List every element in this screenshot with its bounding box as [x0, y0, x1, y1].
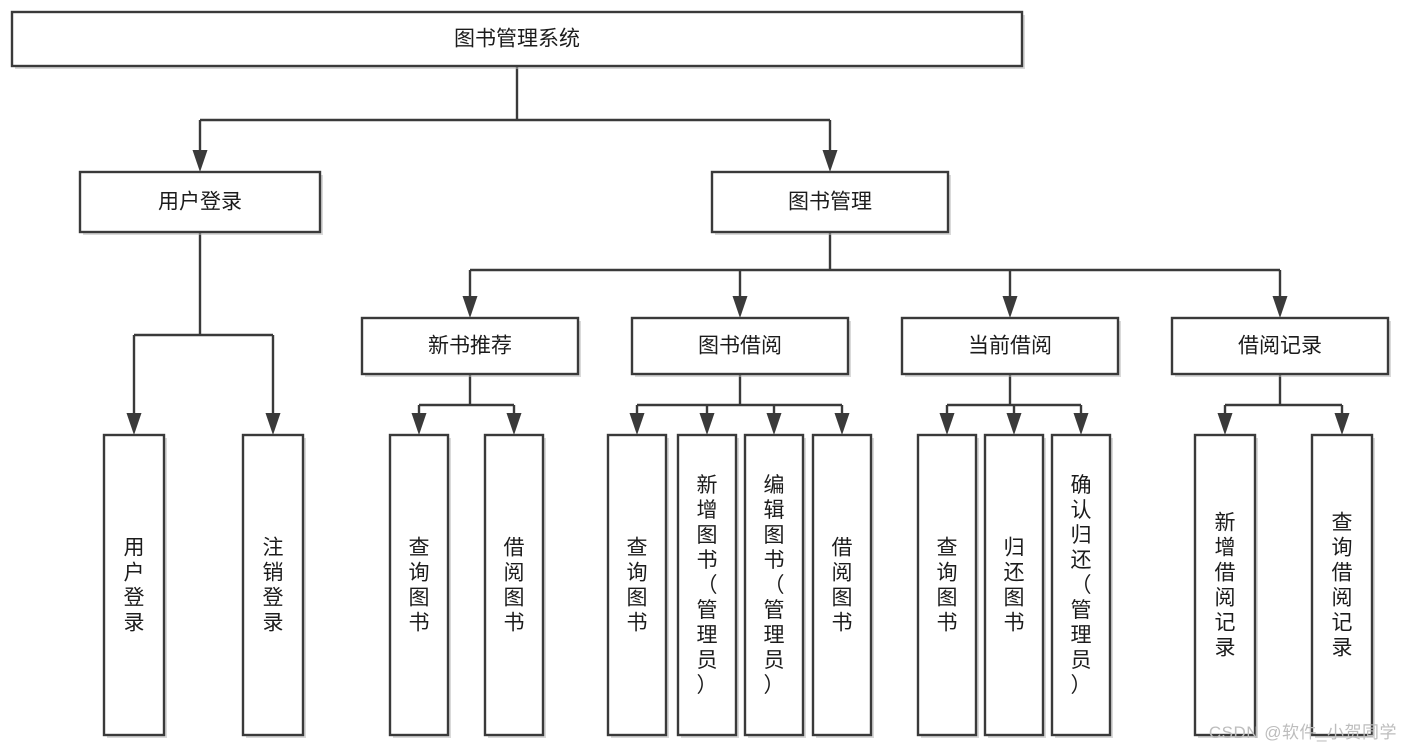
- connector-group-borrow-record: [1217, 374, 1350, 435]
- node-leaf-borrow-book-2[interactable]: 借阅图书: [811, 433, 874, 738]
- arrow-head-icon: [462, 296, 478, 318]
- node-label: 借阅图书: [504, 537, 525, 635]
- node-box[interactable]: [743, 433, 805, 737]
- node-label: 图书借阅: [698, 335, 782, 358]
- node-box[interactable]: [811, 433, 873, 737]
- node-new-book-rec[interactable]: 新书推荐: [360, 316, 581, 377]
- node-box[interactable]: [676, 433, 738, 737]
- node-leaf-query-record[interactable]: 查询借阅记录: [1310, 433, 1375, 738]
- node-label: 归还图书: [1004, 537, 1025, 635]
- node-current-borrow[interactable]: 当前借阅: [900, 316, 1121, 377]
- node-label: 用户登录: [124, 537, 145, 635]
- node-label: 查询图书: [409, 537, 430, 635]
- node-box[interactable]: [1193, 433, 1257, 737]
- node-box[interactable]: [1310, 433, 1374, 737]
- arrow-head-icon: [1002, 296, 1018, 318]
- arrow-head-icon: [699, 413, 715, 435]
- node-leaf-borrow-book-1[interactable]: 借阅图书: [483, 433, 546, 738]
- connector-group-root: [192, 66, 838, 172]
- node-leaf-add-book[interactable]: 新增图书（管理员）: [676, 433, 739, 738]
- node-box[interactable]: [630, 316, 850, 376]
- node-book-mgmt[interactable]: 图书管理: [710, 170, 951, 235]
- node-box[interactable]: [10, 10, 1024, 68]
- connector-group-current-borrow: [939, 374, 1089, 435]
- arrow-head-icon: [834, 413, 850, 435]
- arrow-head-icon: [1006, 413, 1022, 435]
- node-label: 新书推荐: [428, 335, 512, 358]
- node-leaf-confirm-return[interactable]: 确认归还（管理员）: [1050, 433, 1113, 738]
- connector-group-user-login: [126, 232, 281, 435]
- node-label: 新增图书（管理员）: [697, 474, 718, 697]
- arrow-head-icon: [1217, 413, 1233, 435]
- node-label: 查询图书: [627, 537, 648, 635]
- node-label: 新增借阅记录: [1215, 512, 1236, 660]
- arrow-head-icon: [265, 413, 281, 435]
- node-leaf-query-book-3[interactable]: 查询图书: [916, 433, 979, 738]
- arrow-head-icon: [822, 150, 838, 172]
- node-root[interactable]: 图书管理系统: [10, 10, 1025, 69]
- arrow-head-icon: [411, 413, 427, 435]
- node-label: 查询图书: [937, 537, 958, 635]
- node-box[interactable]: [483, 433, 545, 737]
- csdn-watermark: CSDN @软件_小贺同学: [1208, 723, 1397, 742]
- node-label: 用户登录: [158, 191, 242, 214]
- connectors-layer: [126, 66, 1350, 435]
- arrow-head-icon: [506, 413, 522, 435]
- node-box[interactable]: [1170, 316, 1390, 376]
- arrow-head-icon: [192, 150, 208, 172]
- node-box[interactable]: [388, 433, 450, 737]
- arrow-head-icon: [1073, 413, 1089, 435]
- arrow-head-icon: [629, 413, 645, 435]
- node-label: 图书管理: [788, 191, 872, 214]
- arrow-head-icon: [126, 413, 142, 435]
- nodes-layer: 图书管理系统用户登录图书管理新书推荐图书借阅当前借阅借阅记录用户登录注销登录查询…: [10, 10, 1391, 738]
- node-box[interactable]: [102, 433, 166, 737]
- node-label: 当前借阅: [968, 335, 1052, 358]
- arrow-head-icon: [1334, 413, 1350, 435]
- node-box[interactable]: [1050, 433, 1112, 737]
- node-leaf-user-login[interactable]: 用户登录: [102, 433, 167, 738]
- connector-group-new-book-rec: [411, 374, 522, 435]
- node-label: 图书管理系统: [454, 28, 580, 51]
- node-box[interactable]: [360, 316, 580, 376]
- node-label: 查询借阅记录: [1332, 512, 1353, 660]
- node-leaf-query-book-2[interactable]: 查询图书: [606, 433, 669, 738]
- connector-group-book-borrow: [629, 374, 850, 435]
- node-box[interactable]: [916, 433, 978, 737]
- node-box[interactable]: [983, 433, 1045, 737]
- node-box[interactable]: [606, 433, 668, 737]
- node-box[interactable]: [710, 170, 950, 234]
- node-user-login[interactable]: 用户登录: [78, 170, 323, 235]
- arrow-head-icon: [732, 296, 748, 318]
- node-book-borrow[interactable]: 图书借阅: [630, 316, 851, 377]
- node-borrow-record[interactable]: 借阅记录: [1170, 316, 1391, 377]
- node-label: 编辑图书（管理员）: [764, 474, 785, 697]
- node-leaf-edit-book[interactable]: 编辑图书（管理员）: [743, 433, 806, 738]
- arrow-head-icon: [1272, 296, 1288, 318]
- connector-group-book-mgmt: [462, 232, 1288, 318]
- node-leaf-return-book[interactable]: 归还图书: [983, 433, 1046, 738]
- node-label: 借阅记录: [1238, 335, 1322, 358]
- node-box[interactable]: [900, 316, 1120, 376]
- arrow-head-icon: [766, 413, 782, 435]
- node-leaf-logout[interactable]: 注销登录: [241, 433, 306, 738]
- node-label: 借阅图书: [832, 537, 853, 635]
- node-box[interactable]: [78, 170, 322, 234]
- node-label: 确认归还（管理员）: [1071, 474, 1092, 697]
- node-box[interactable]: [241, 433, 305, 737]
- node-label: 注销登录: [263, 537, 284, 635]
- arrow-head-icon: [939, 413, 955, 435]
- node-leaf-add-record[interactable]: 新增借阅记录: [1193, 433, 1258, 738]
- node-leaf-query-book-1[interactable]: 查询图书: [388, 433, 451, 738]
